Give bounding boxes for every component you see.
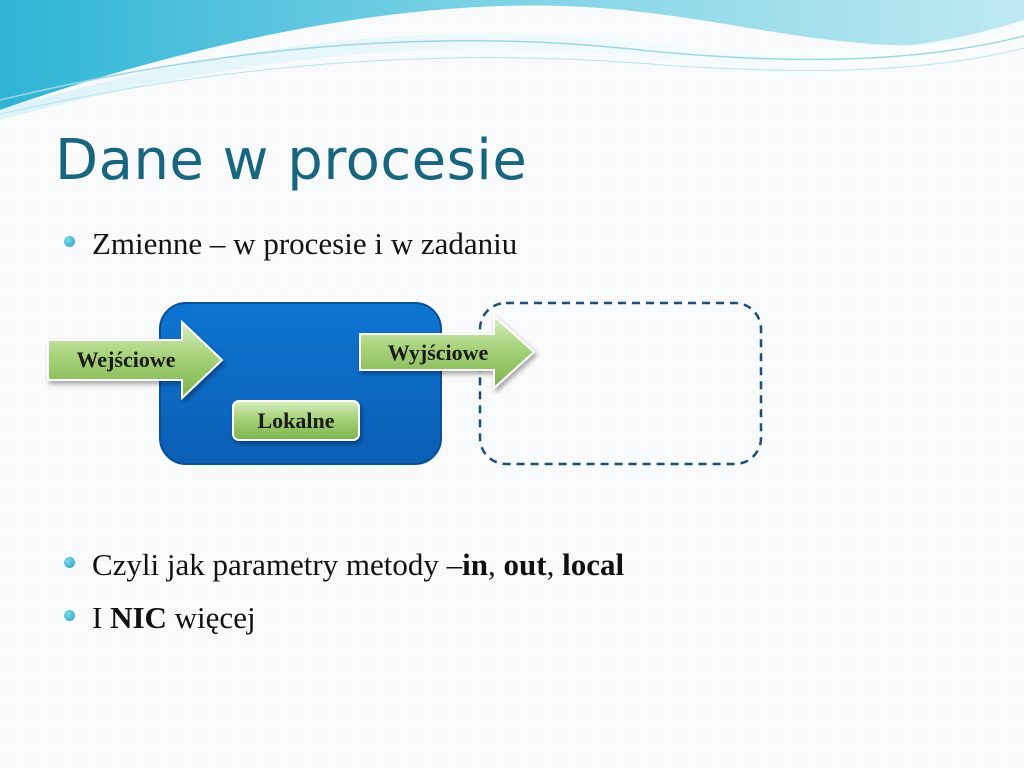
local-label-box: [232, 400, 360, 441]
bullet-text: Zmienne – w procesie i w zadaniu: [92, 226, 518, 261]
bullet-variables: Zmienne – w procesie i w zadaniu: [64, 226, 517, 262]
bullet-keyword-local: local: [562, 547, 625, 582]
bullet-dot-icon: [64, 556, 75, 568]
slide-title: Dane w procesie: [55, 128, 528, 193]
bullet-keyword-nic: NIC: [110, 600, 167, 635]
bullet-separator: ,: [546, 547, 563, 582]
output-arrow-label: Wyjściowe: [388, 340, 489, 365]
output-arrow: [359, 313, 536, 391]
bullet-parameters: Czyli jak parametry metody – in, out, lo…: [64, 547, 624, 583]
bullet-text-suffix: więcej: [166, 600, 256, 635]
header-wave-decoration: [0, 0, 1024, 120]
bullet-keyword-in: in: [462, 547, 489, 582]
input-arrow: [47, 319, 224, 401]
bullet-text-prefix: I: [92, 600, 111, 635]
output-target-box: [478, 301, 763, 466]
bullet-nothing-more: I NIC więcej: [64, 600, 256, 636]
bullet-dot-icon: [64, 609, 75, 621]
local-label: Lokalne: [257, 408, 334, 433]
bullet-separator: ,: [488, 547, 504, 582]
input-arrow-label: Wejściowe: [77, 347, 176, 372]
bullet-dot-icon: [64, 235, 75, 247]
bullet-keyword-out: out: [503, 547, 547, 582]
bullet-text-prefix: Czyli jak parametry metody –: [92, 547, 463, 582]
